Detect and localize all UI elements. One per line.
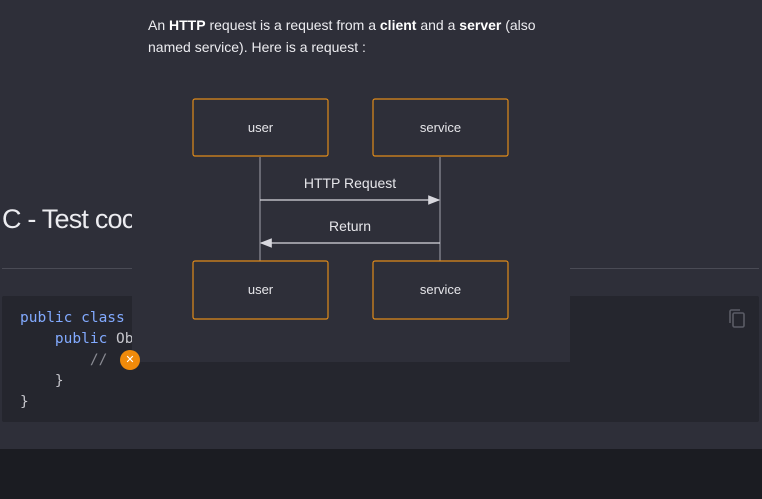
- term-http: HTTP: [169, 17, 206, 33]
- popup-description: An HTTP request is a request from a clie…: [148, 14, 558, 58]
- code-line-3: //: [20, 350, 134, 371]
- text-fragment: (also named service). Here is a request …: [148, 17, 536, 55]
- actor-box-user-top: [192, 98, 329, 157]
- code-keyword: public: [20, 331, 108, 347]
- code-line-4: }: [20, 371, 134, 392]
- code-keyword: public class: [20, 310, 125, 326]
- popup-shadow: [132, 362, 576, 422]
- code-lines: public class public Ob // } }: [20, 308, 134, 413]
- message-label-request: HTTP Request: [304, 175, 396, 191]
- sequence-diagram: user service HTTP Request Return user se…: [192, 98, 509, 320]
- code-line-5: }: [20, 392, 134, 413]
- code-text: Ob: [107, 331, 134, 347]
- actor-box-service-bottom: [372, 260, 509, 320]
- text-fragment: An: [148, 17, 170, 33]
- footer-band: [0, 449, 762, 499]
- code-comment: //: [20, 352, 108, 368]
- actor-label-user-bottom: user: [248, 282, 274, 297]
- term-client: client: [379, 17, 417, 33]
- text-fragment: request is a request from a: [205, 17, 380, 33]
- actor-box-service-top: [372, 98, 509, 157]
- actor-label-user-top: user: [248, 120, 274, 135]
- term-server: server: [459, 17, 502, 33]
- section-heading: C - Test coc: [2, 204, 135, 234]
- copy-icon[interactable]: [727, 308, 747, 330]
- actor-label-service-bottom: service: [420, 282, 461, 297]
- code-text: }: [20, 394, 29, 410]
- code-text: }: [20, 373, 64, 389]
- text-fragment: and a: [416, 17, 460, 33]
- actor-box-user-bottom: [192, 260, 329, 320]
- code-line-1: public class: [20, 308, 134, 329]
- code-line-2: public Ob: [20, 329, 134, 350]
- close-icon[interactable]: ✕: [120, 350, 140, 370]
- actor-label-service-top: service: [420, 120, 461, 135]
- message-label-return: Return: [329, 218, 371, 234]
